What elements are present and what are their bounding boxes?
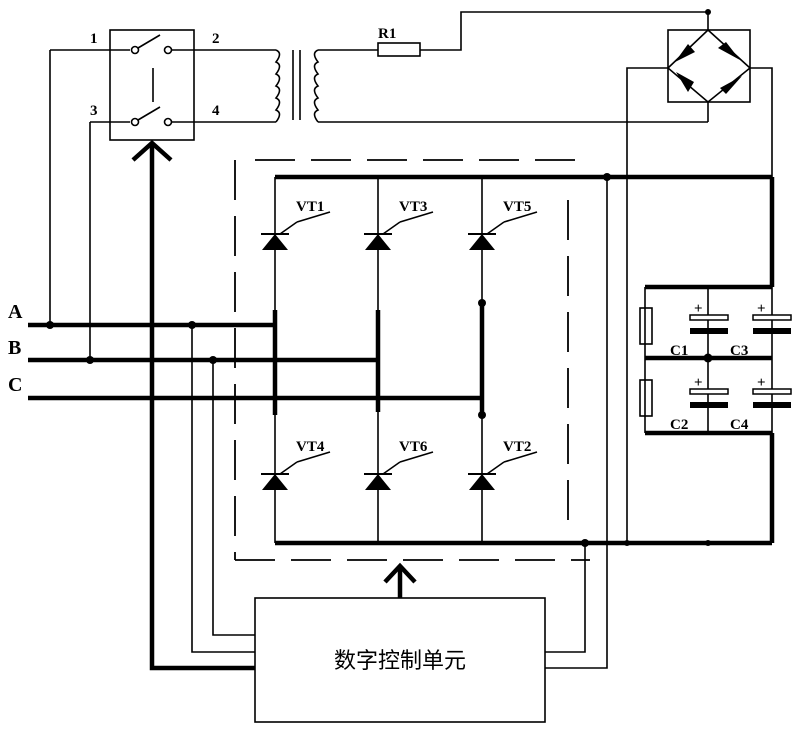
switch: 1 2 3 4 bbox=[50, 30, 276, 140]
terminal-4: 4 bbox=[212, 103, 220, 119]
phase-a-label: A bbox=[8, 301, 23, 323]
label-vt6: VT6 bbox=[399, 439, 428, 455]
thyristor-vt6 bbox=[364, 462, 400, 490]
terminal-3: 3 bbox=[90, 103, 98, 119]
phase-b-label: B bbox=[8, 337, 21, 359]
label-vt4: VT4 bbox=[296, 439, 325, 455]
control-signal-switch bbox=[133, 143, 255, 668]
thyristor-vt2 bbox=[468, 462, 504, 490]
resistor-label: R1 bbox=[378, 26, 396, 42]
thyristor-vt3 bbox=[364, 222, 400, 250]
thyristor-vt1 bbox=[261, 222, 297, 250]
thyristor-vt5 bbox=[468, 222, 504, 250]
control-unit-label: 数字控制单元 bbox=[334, 649, 466, 674]
label-c2: C2 bbox=[670, 417, 688, 433]
phase-c-label: C bbox=[8, 374, 22, 396]
terminal-2: 2 bbox=[212, 31, 220, 47]
transformer bbox=[276, 50, 708, 122]
terminal-1: 1 bbox=[90, 31, 98, 47]
thyristor-vt4 bbox=[261, 462, 297, 490]
digital-control-unit: 数字控制单元 bbox=[255, 598, 545, 722]
label-c4: C4 bbox=[730, 417, 749, 433]
label-c1: C1 bbox=[670, 343, 688, 359]
label-vt5: VT5 bbox=[503, 199, 531, 215]
svg-text:+: + bbox=[694, 375, 703, 391]
phase-lines: A B C bbox=[8, 50, 482, 652]
capacitor-bank: + + + + C1 C3 C2 C4 bbox=[640, 177, 791, 543]
svg-text:+: + bbox=[694, 301, 703, 317]
label-vt1: VT1 bbox=[296, 199, 324, 215]
label-vt2: VT2 bbox=[503, 439, 531, 455]
svg-text:+: + bbox=[757, 301, 766, 317]
svg-text:+: + bbox=[757, 375, 766, 391]
resistor-r1: R1 bbox=[378, 9, 711, 56]
label-vt3: VT3 bbox=[399, 199, 427, 215]
label-c3: C3 bbox=[730, 343, 748, 359]
control-signal-thyristors bbox=[385, 566, 415, 598]
